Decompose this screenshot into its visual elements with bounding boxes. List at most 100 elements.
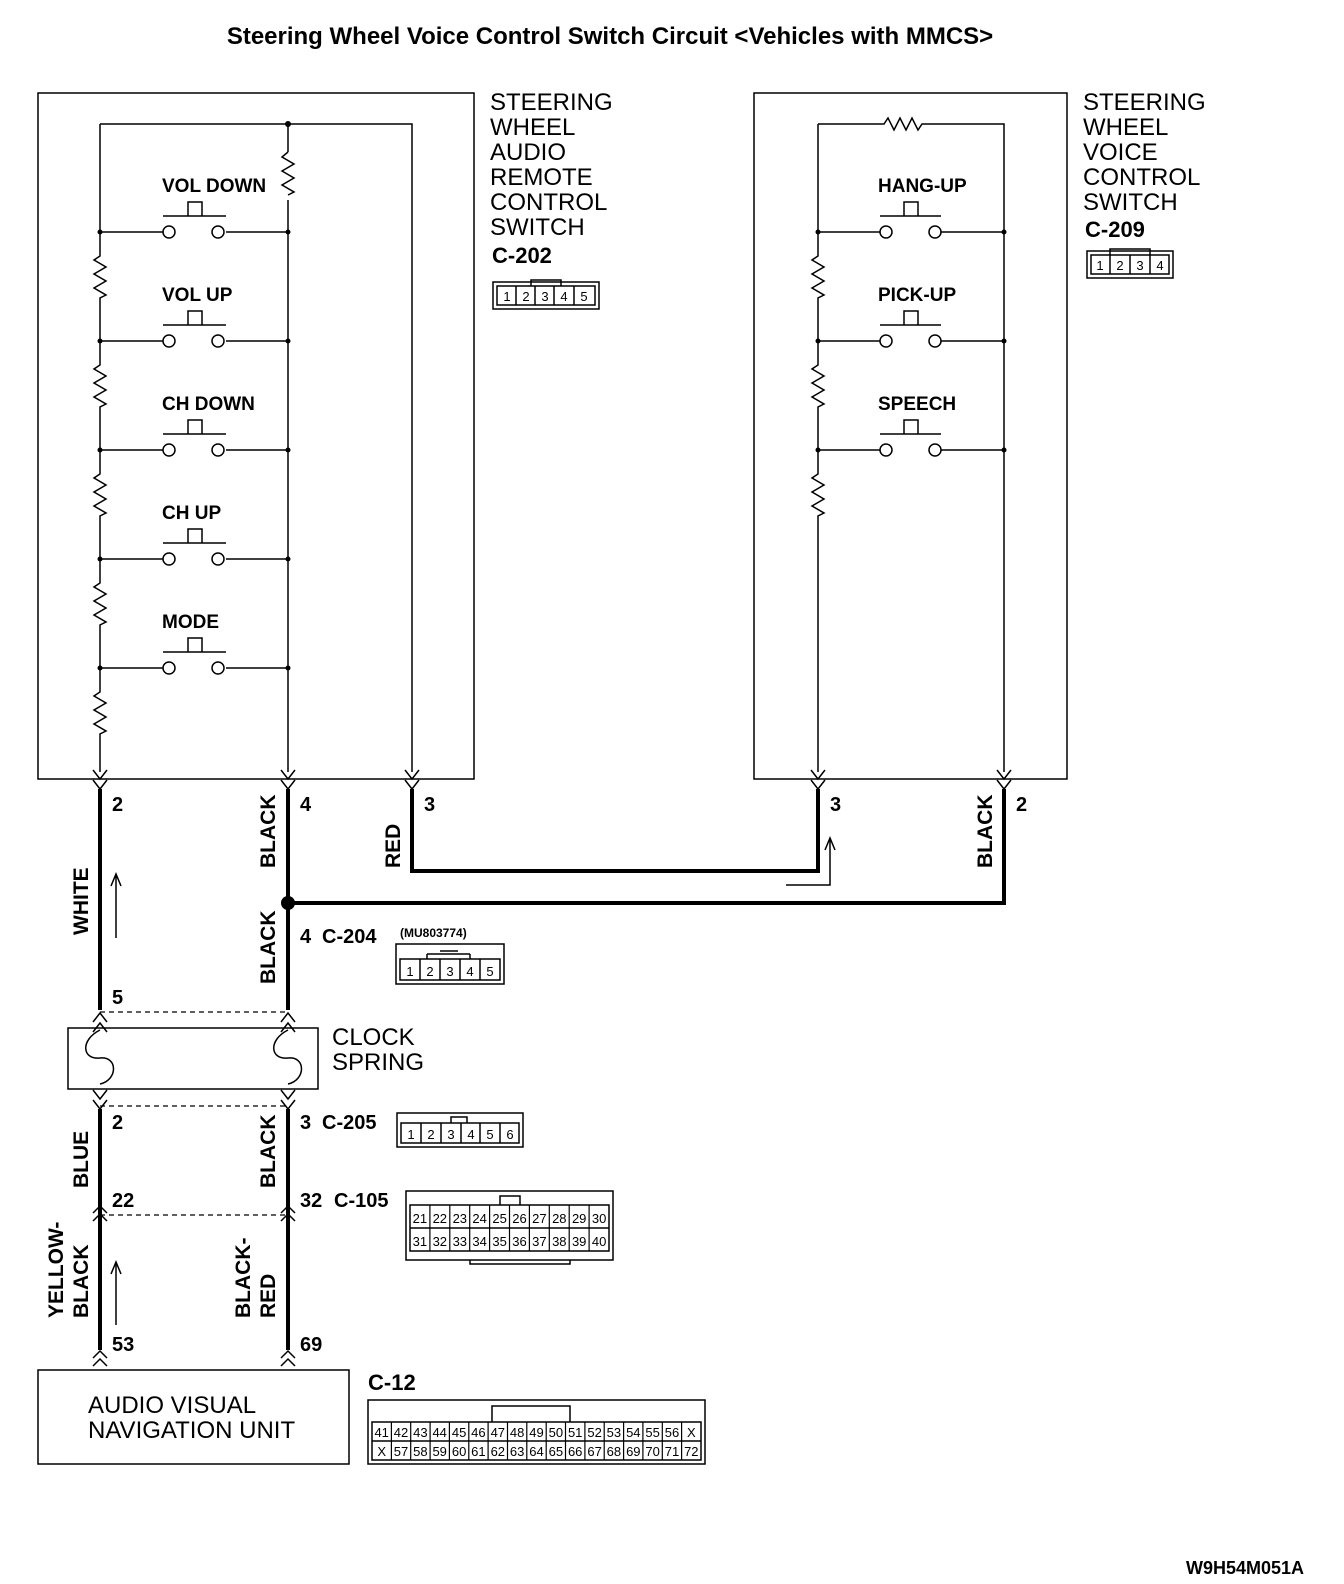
svg-text:3: 3 [541,289,548,304]
svg-text:BLACK: BLACK [257,911,280,985]
svg-text:BLACK: BLACK [974,795,997,869]
pin-label: 47 [491,1425,505,1440]
wire-color-black-red: BLACK- [232,1238,255,1318]
pin-label: 21 [413,1211,427,1226]
wire-color-black: BLACK [257,795,280,869]
pin-label: 29 [572,1211,586,1226]
svg-text:REMOTE: REMOTE [490,164,593,191]
svg-text:4: 4 [467,1127,474,1142]
svg-text:CH DOWN: CH DOWN [162,394,255,415]
pin-label: 33 [453,1234,467,1249]
pin-label: 42 [394,1425,408,1440]
pin-label: 34 [472,1234,486,1249]
svg-text:SPRING: SPRING [332,1049,424,1076]
audio-switch-box [37,92,475,780]
pin-label: 60 [452,1444,466,1459]
audio-ladder [92,232,108,772]
pin-label: 39 [572,1234,586,1249]
pin-label: 54 [626,1425,640,1440]
svg-text:5: 5 [580,289,587,304]
button-speech: SPEECH [815,394,1007,457]
pin-label: 68 [607,1444,621,1459]
svg-text:1: 1 [503,289,510,304]
svg-text:CONTROL: CONTROL [1083,164,1200,191]
svg-text:5: 5 [486,964,493,979]
svg-text:CONTROL: CONTROL [490,189,607,216]
pin-label: 46 [471,1425,485,1440]
svg-text:AUDIO: AUDIO [490,139,566,166]
svg-text:2: 2 [112,1112,123,1134]
pin-label: 71 [665,1444,679,1459]
connector-c12-label: C-12 [368,1370,416,1395]
pin-label: 36 [512,1234,526,1249]
pin-label: 59 [432,1444,446,1459]
signal-arrow-up [110,1260,122,1325]
button-vol-up: VOL UP [97,285,291,348]
pin-label: 37 [532,1234,546,1249]
button-ch-down: CH DOWN [97,394,291,457]
pin-label: 24 [472,1211,486,1226]
svg-text:3: 3 [1136,258,1143,273]
svg-text:2: 2 [1016,794,1027,816]
audio-rail-top [100,123,413,772]
pin-label: 70 [645,1444,659,1459]
clock-spring: CLOCK SPRING [67,1011,424,1111]
pin-label: 30 [592,1211,606,1226]
connector-c205-label: C-205 [322,1112,376,1134]
c204-part-number: (MU803774) [400,926,467,940]
pin-label: 35 [492,1234,506,1249]
svg-text:AUDIO VISUAL: AUDIO VISUAL [88,1392,256,1419]
pin-label: 41 [374,1425,388,1440]
pin-label: X [377,1444,386,1459]
pin-label: 57 [394,1444,408,1459]
svg-text:SPEECH: SPEECH [878,394,956,415]
voice-top-resistor [818,116,1005,772]
audio-switch-label-line: STEERING [490,89,613,116]
pin-label: 65 [549,1444,563,1459]
pin-label: 55 [645,1425,659,1440]
pin-label: 50 [549,1425,563,1440]
pin-label: 31 [413,1234,427,1249]
svg-text:STEERING: STEERING [1083,89,1206,116]
svg-text:32: 32 [300,1190,322,1212]
signal-arrow-up [786,836,836,886]
pin-label: 51 [568,1425,582,1440]
signal-arrow-up [110,872,122,938]
svg-text:53: 53 [112,1334,134,1356]
svg-text:69: 69 [300,1334,322,1356]
pin-label: 64 [529,1444,543,1459]
pin-label: 52 [587,1425,601,1440]
svg-text:BLACK: BLACK [257,1115,280,1189]
pin-label: 25 [492,1211,506,1226]
wire-harness: 2 4 3 3 2 WHITE BLACK RED BLACK BLACK 4 … [45,789,1027,1367]
svg-text:1: 1 [407,1127,414,1142]
svg-text:4: 4 [466,964,473,979]
pin-label: 49 [529,1425,543,1440]
svg-text:WHEEL: WHEEL [490,114,575,141]
pin-label: 28 [552,1211,566,1226]
pin-label: 56 [665,1425,679,1440]
svg-text:3: 3 [424,794,435,816]
splice-point [281,896,295,910]
pin-label: 53 [607,1425,621,1440]
pin-label: 23 [453,1211,467,1226]
wire-red [410,789,820,873]
pin-label: 67 [587,1444,601,1459]
svg-text:SWITCH: SWITCH [490,214,585,241]
wire-black-right [288,789,1006,905]
pin-label: 26 [512,1211,526,1226]
wire-color-blue: BLUE [70,1131,93,1188]
connector-c202: 1 2 3 4 5 [492,279,600,310]
pin-label: 48 [510,1425,524,1440]
svg-text:HANG-UP: HANG-UP [878,176,967,197]
svg-text:NAVIGATION UNIT: NAVIGATION UNIT [88,1417,295,1444]
pin-label: 32 [433,1234,447,1249]
svg-text:4: 4 [300,926,312,948]
terminal-label: 2 [112,794,123,816]
pin-label: 66 [568,1444,582,1459]
audio-buttons: VOL DOWN VOL UP CH DOWN CH [97,176,291,675]
svg-text:22: 22 [112,1190,134,1212]
svg-text:MODE: MODE [162,612,219,633]
